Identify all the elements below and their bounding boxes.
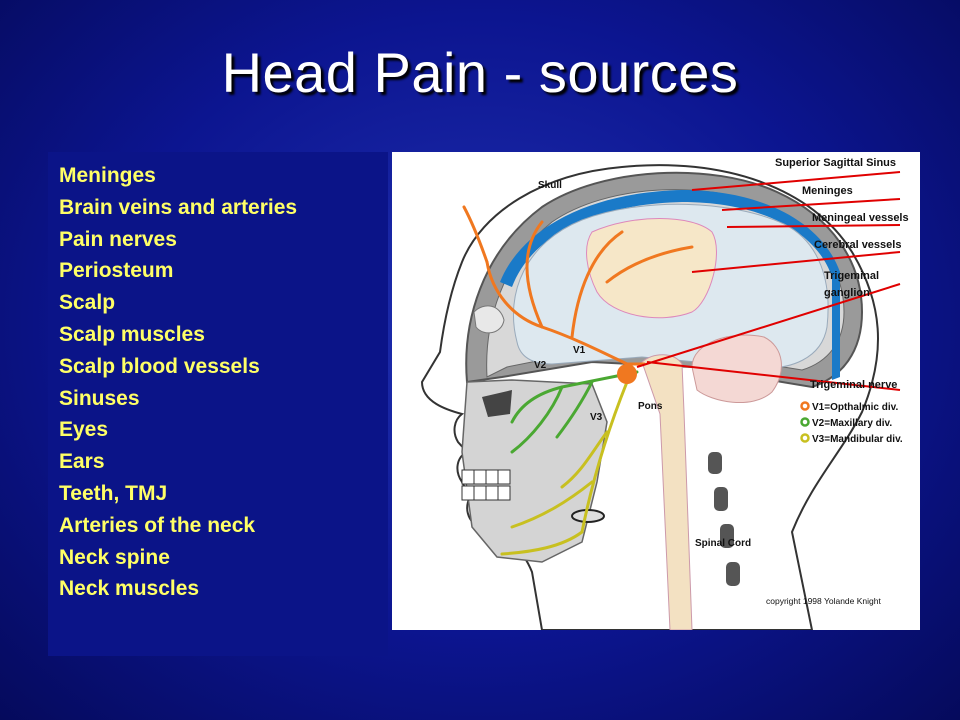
label-v3: V3 — [590, 412, 603, 423]
pain-sources-list: Meninges Brain veins and arteries Pain n… — [48, 152, 388, 605]
list-item: Periosteum — [59, 259, 174, 283]
label-trigeminal-ganglion-line2: ganglion — [824, 287, 870, 299]
list-item: Scalp — [59, 291, 116, 315]
label-pons: Pons — [638, 401, 663, 412]
trigeminal-ganglion-node — [617, 364, 637, 384]
head-anatomy-illustration: Superior Sagittal Sinus Skull Meninges M… — [420, 157, 909, 630]
list-item: Scalp blood vessels — [59, 354, 260, 378]
list-item: Pain nerves — [59, 227, 177, 251]
label-cerebral-vessels: Cerebral vessels — [814, 239, 901, 251]
label-spinal-cord: Spinal Cord — [695, 538, 751, 549]
brain-stem — [641, 354, 693, 630]
list-item: Sinuses — [59, 386, 140, 410]
legend-v1: V1=Opthalmic div. — [812, 402, 898, 413]
label-meningeal-vessels: Meningeal vessels — [812, 212, 909, 224]
label-trigeminal-nerve: Trigeminal nerve — [810, 379, 897, 391]
cerebrum-core — [586, 218, 717, 319]
slide-title: Head Pain - sources — [221, 41, 739, 104]
legend-v3-marker — [800, 433, 810, 443]
cerebellum — [691, 334, 782, 404]
orbit — [473, 305, 505, 334]
list-item: Meninges — [59, 164, 156, 187]
teeth — [461, 469, 511, 501]
copyright-text: copyright 1998 Yolande Knight — [766, 596, 881, 606]
list-item: Arteries of the neck — [59, 513, 256, 537]
label-skull: Skull — [538, 180, 562, 191]
facial-skeleton — [461, 379, 608, 563]
v2-nerve — [510, 370, 639, 454]
list-item: Neck spine — [59, 545, 170, 569]
vertebrae — [708, 452, 740, 586]
label-trigeminal-ganglion-line1: Trigeminal — [824, 270, 879, 282]
list-item: Teeth, TMJ — [59, 481, 168, 505]
list-item: Eyes — [59, 418, 109, 442]
v3-nerve — [500, 380, 629, 556]
head-anatomy-diagram: Superior Sagittal Sinus Skull Meninges M… — [392, 152, 920, 630]
label-meninges: Meninges — [802, 185, 853, 197]
list-item: Scalp muscles — [59, 322, 205, 346]
nasal-cavity — [482, 390, 512, 417]
legend-v2: V2=Maxillary div. — [812, 418, 892, 429]
legend-v2-marker — [800, 417, 810, 427]
list-item: Brain veins and arteries — [59, 195, 298, 219]
label-v1: V1 — [573, 345, 586, 356]
v1-nerve — [462, 205, 694, 366]
ear-disc — [571, 509, 605, 523]
label-v2: V2 — [534, 360, 547, 371]
list-item: Neck muscles — [59, 577, 200, 601]
legend-v3: V3=Mandibular div. — [812, 434, 903, 445]
list-item: Ears — [59, 450, 105, 474]
pain-sources-panel: Meninges Brain veins and arteries Pain n… — [48, 152, 388, 656]
legend-v1-marker — [800, 401, 810, 411]
label-superior-sagittal-sinus: Superior Sagittal Sinus — [775, 157, 896, 169]
pointer-lines — [636, 171, 901, 391]
